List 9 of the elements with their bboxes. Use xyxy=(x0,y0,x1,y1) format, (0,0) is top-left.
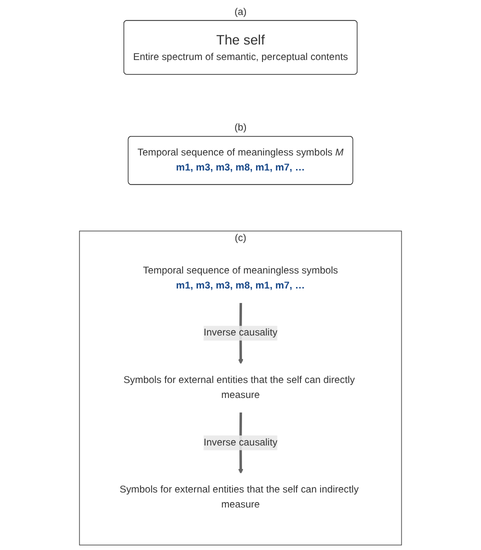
node-text: Temporal sequence of meaningless symbols m1, m3, m3, m8, m1, m7, … xyxy=(143,265,338,291)
node-label: (b) xyxy=(234,122,247,134)
node-text: Symbols for external entities that the self can indirectly measure xyxy=(120,484,359,510)
node-text: Symbols for external entities that the self can directly measure xyxy=(123,375,355,400)
cluster xyxy=(79,230,402,546)
node-label: (a) xyxy=(234,6,247,18)
edge-label: Inverse causality xyxy=(204,437,278,448)
edge-label: Inverse causality xyxy=(204,328,278,338)
node-label: (c) xyxy=(234,232,246,244)
